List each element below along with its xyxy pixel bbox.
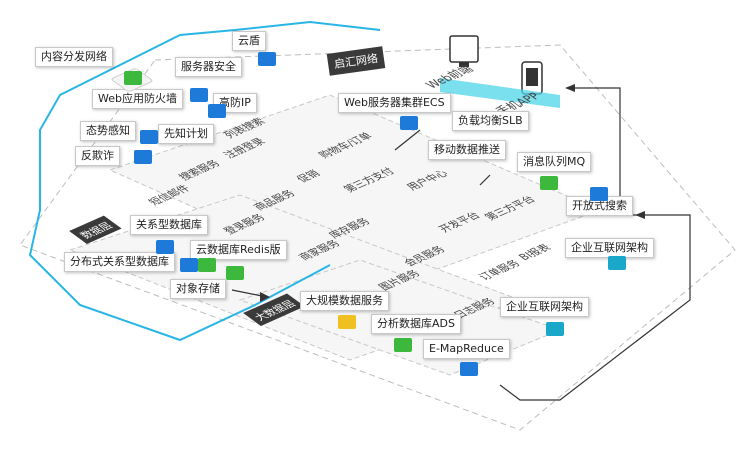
connector-platform-up <box>479 174 491 186</box>
emr-label[interactable]: E-MapReduce <box>423 339 510 359</box>
yundun-label[interactable]: 云盾 <box>232 31 266 51</box>
waf-icon <box>190 88 208 102</box>
ecs-icon <box>400 116 418 130</box>
maxcompute-icon <box>338 315 356 329</box>
enterprise-net-label-2[interactable]: 企业互联网架构 <box>500 297 589 317</box>
emr-icon <box>460 362 478 376</box>
ads-label[interactable]: 分析数据库ADS <box>371 314 461 334</box>
yundun-icon <box>258 52 276 66</box>
mq-icon <box>540 176 558 190</box>
web-monitor-icon <box>449 35 479 63</box>
connector-enterprise-loop <box>499 214 691 401</box>
security-perimeter-top <box>234 20 381 31</box>
arrowhead-enterprise <box>635 211 645 219</box>
rds-icon <box>156 240 174 254</box>
situation-icon <box>140 130 158 144</box>
ads-icon <box>394 338 412 352</box>
antifraud-label[interactable]: 反欺诈 <box>75 146 120 166</box>
maxcompute-label[interactable]: 大规模数据服务 <box>300 291 389 311</box>
web-monitor-stand <box>459 62 469 67</box>
frontend-flow-band <box>440 78 560 108</box>
enterprise-net-label-1[interactable]: 企业互联网架构 <box>565 238 654 258</box>
arrowhead-mobile <box>565 84 575 92</box>
slb-label[interactable]: 负载均衡SLB <box>452 111 529 131</box>
drds-icon <box>180 258 198 272</box>
cdn-icon <box>124 71 142 85</box>
oss-icon <box>226 266 244 280</box>
mobile-push-label[interactable]: 移动数据推送 <box>428 140 506 160</box>
cdn-label[interactable]: 内容分发网络 <box>35 47 113 67</box>
enterprise-net-icon-1 <box>608 256 626 270</box>
mq-label[interactable]: 消息队列MQ <box>517 152 592 172</box>
arrowhead-oss <box>260 292 270 302</box>
antifraud-icon <box>134 150 152 164</box>
redis-icon <box>198 258 216 272</box>
drds-label[interactable]: 分布式关系型数据库 <box>64 252 175 272</box>
prior-plan-label[interactable]: 先知计划 <box>158 124 214 144</box>
connector-ecs-down <box>394 129 421 151</box>
oss-label[interactable]: 对象存储 <box>170 279 226 299</box>
outer-platform-boundary <box>19 44 736 431</box>
mobile-screen <box>526 68 538 86</box>
ecs-label[interactable]: Web服务器集群ECS <box>338 93 451 113</box>
security-perimeter-line <box>28 29 331 342</box>
situation-awareness-label[interactable]: 态势感知 <box>80 121 136 141</box>
antiddos-icon <box>208 104 226 118</box>
server-security-label[interactable]: 服务器安全 <box>175 57 242 77</box>
redis-label[interactable]: 云数据库Redis版 <box>190 240 287 260</box>
open-search-icon <box>590 187 608 201</box>
waf-label[interactable]: Web应用防火墙 <box>92 89 183 109</box>
enterprise-net-icon-2 <box>546 322 564 336</box>
connector-oss-arrow <box>231 289 263 297</box>
rds-label[interactable]: 关系型数据库 <box>130 215 208 235</box>
